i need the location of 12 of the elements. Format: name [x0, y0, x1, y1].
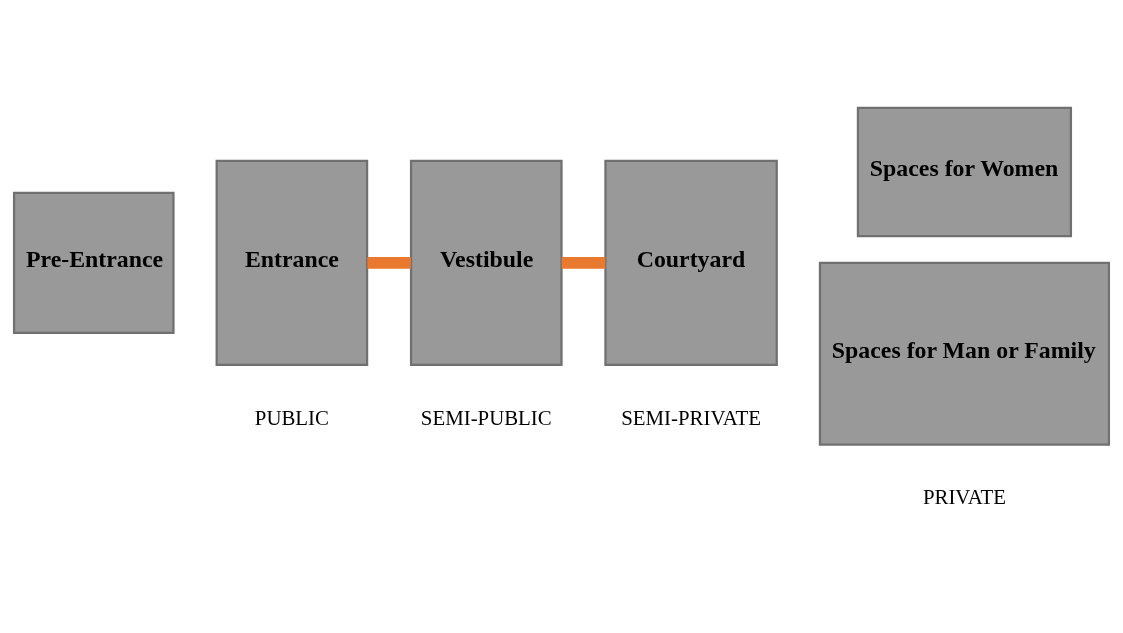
- node-box: Spaces for Man or Family: [818, 261, 1111, 446]
- label: SEMI-PUBLIC: [420, 405, 552, 430]
- node-box: Spaces for Women: [856, 106, 1073, 238]
- node-box: Vestibule: [409, 159, 563, 367]
- label: PUBLIC: [254, 405, 329, 430]
- connector: [561, 256, 606, 269]
- node-box: Pre-Entrance: [12, 191, 175, 334]
- connector: [367, 256, 411, 269]
- label: PRIVATE: [922, 484, 1006, 509]
- node-box: Entrance: [215, 159, 369, 367]
- label: SEMI-PRIVATE: [621, 405, 761, 430]
- node-box: Courtyard: [604, 159, 778, 367]
